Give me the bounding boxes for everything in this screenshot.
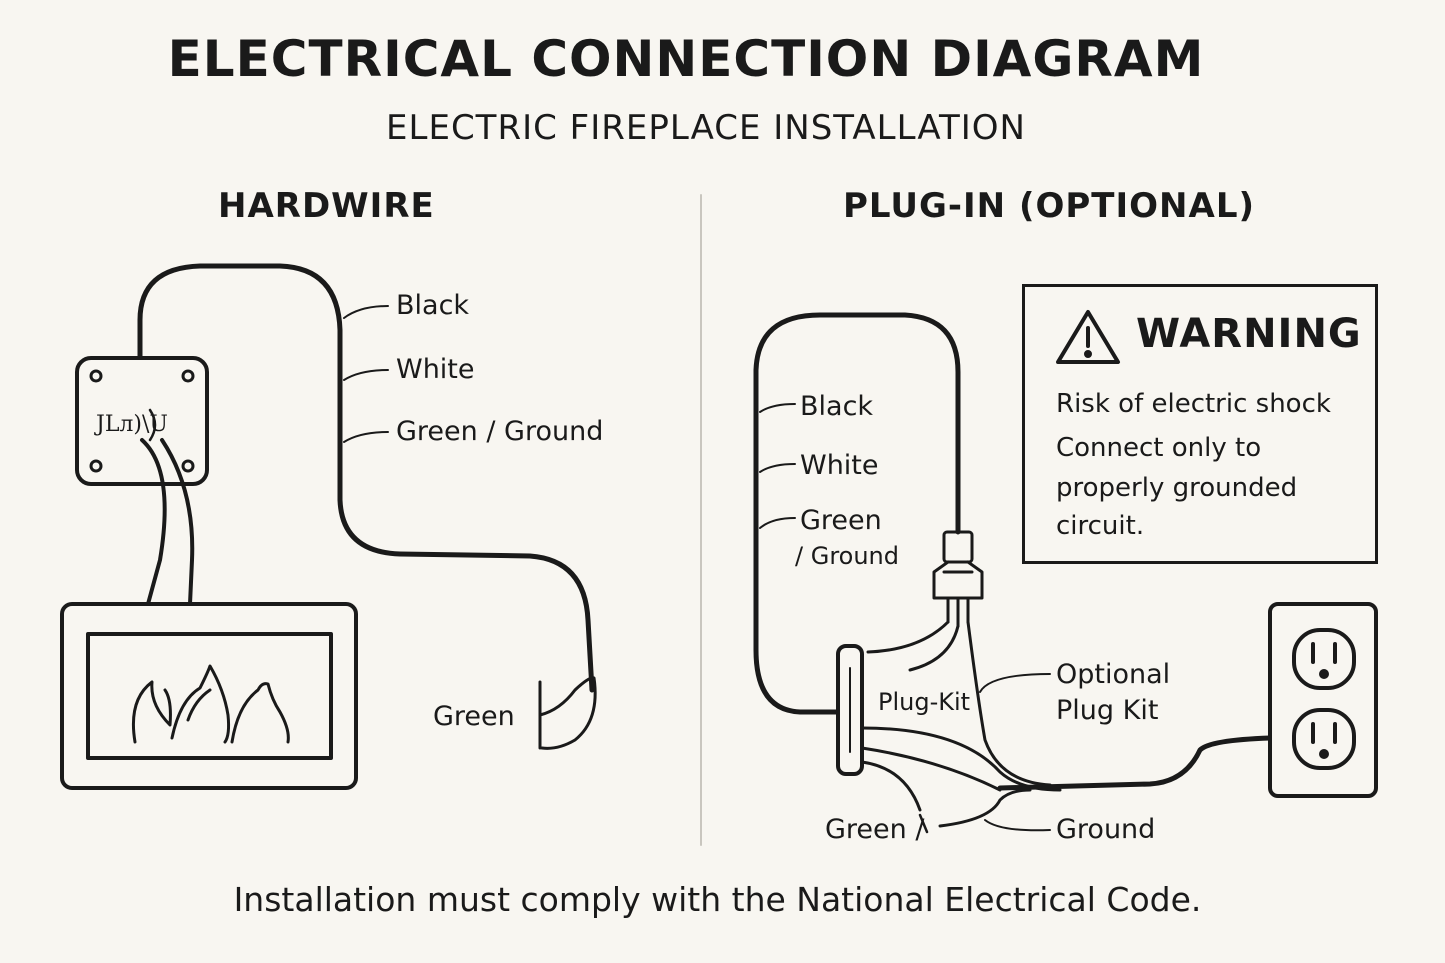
plugin-main-cord (753, 312, 961, 715)
plug-wire (866, 620, 950, 654)
hardwire-section-title: HARDWIRE (218, 186, 435, 226)
junction-screw-icon (181, 459, 195, 473)
junction-wire-stub (148, 408, 157, 442)
hardwire-main-wire (137, 263, 595, 693)
plugin-label-black: Black (800, 391, 874, 422)
junction-screw-icon (89, 369, 103, 383)
warning-line-1: Risk of electric shock (1056, 389, 1331, 419)
plug-kit-label: Plug-Kit (878, 688, 971, 716)
page-subtitle: ELECTRIC FIREPLACE INSTALLATION (386, 108, 1026, 148)
plug-wire (966, 620, 1052, 787)
ground-terminal-curve (538, 676, 597, 750)
plugin-label-white: White (800, 450, 879, 481)
page-title: ELECTRICAL CONNECTION DIAGRAM (167, 30, 1205, 88)
warning-triangle-icon (1056, 310, 1120, 364)
green-wire-end (918, 813, 929, 834)
hardwire-ground-leader (343, 431, 389, 443)
plugin-section-title: PLUG-IN (OPTIONAL) (843, 186, 1256, 226)
optional-plug-kit-line-2: Plug Kit (1056, 695, 1159, 726)
fireplace-inner (86, 632, 333, 760)
junction-screw-icon (181, 369, 195, 383)
plugin-label-ground: / Ground (795, 542, 899, 570)
plug-wire (908, 624, 960, 672)
junction-screw-icon (89, 459, 103, 473)
plugin-bottom-ground-label: Ground (1056, 814, 1156, 845)
warning-line-4: circuit. (1056, 511, 1145, 541)
hardwire-label-black: Black (396, 290, 470, 321)
hardwire-white-leader (343, 369, 389, 381)
hardwire-black-leader (343, 305, 389, 319)
footer-note: Installation must comply with the Nation… (233, 880, 1202, 919)
outlet-cord (997, 735, 1273, 791)
junction-box (75, 356, 209, 486)
optional-plug-kit-line-1: Optional (1056, 659, 1171, 690)
junction-box-text: JLл)\U (96, 412, 168, 437)
junction-to-fireplace-wire (140, 438, 167, 606)
plugin-black-leader (759, 403, 796, 413)
plug-kit-wire (860, 760, 922, 812)
warning-title: WARNING (1136, 311, 1362, 357)
hardwire-label-white: White (396, 354, 475, 385)
warning-line-2: Connect only to (1056, 433, 1262, 463)
plug-head-icon (932, 530, 984, 628)
ground-leader (984, 819, 1051, 832)
plugin-white-leader (759, 463, 796, 473)
plugin-bottom-green-label: Green / (825, 814, 925, 845)
plugin-ground-leader (759, 517, 796, 529)
ground-wire (938, 788, 1032, 828)
wall-outlet-icon (1268, 602, 1378, 798)
plug-kit-leader (979, 673, 1051, 693)
hardwire-label-green: Green (433, 701, 515, 732)
hardwire-label-green-ground: Green / Ground (396, 416, 604, 447)
junction-to-fireplace-wire (160, 438, 195, 606)
flame-icon (131, 664, 290, 744)
plugin-label-green: Green (800, 505, 882, 536)
warning-box (1022, 284, 1378, 564)
warning-line-3: properly grounded (1056, 473, 1298, 503)
plug-kit-wire (860, 746, 1002, 792)
